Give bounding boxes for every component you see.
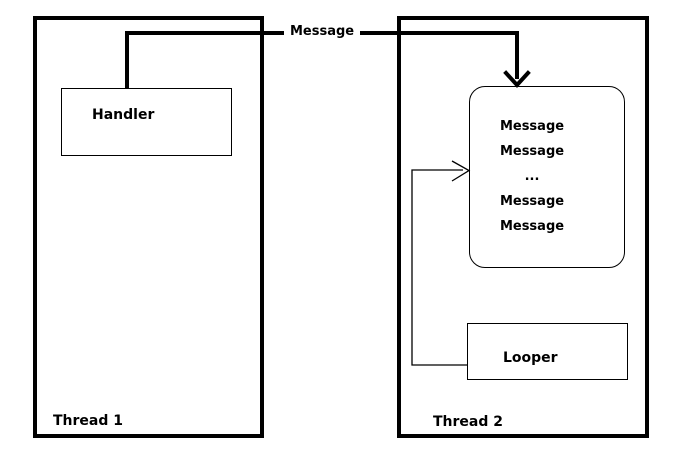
looper-box: Looper: [467, 323, 628, 380]
thread1-label: Thread 1: [53, 413, 123, 429]
queue-item: Message: [499, 119, 565, 134]
thread1-box: Handler Thread 1: [33, 16, 264, 438]
handler-label: Handler: [92, 107, 155, 123]
handler-box: Handler: [61, 88, 232, 156]
queue-item: Message: [499, 194, 565, 209]
queue-item-ellipsis: ...: [524, 169, 540, 184]
thread2-label: Thread 2: [433, 414, 503, 430]
thread2-box: Message Message ... Message Message Loop…: [397, 16, 649, 438]
queue-item: Message: [499, 219, 565, 234]
message-connector-label: Message: [284, 24, 361, 39]
message-queue-box: Message Message ... Message Message: [469, 86, 625, 268]
queue-item: Message: [499, 144, 565, 159]
looper-label: Looper: [503, 350, 558, 366]
